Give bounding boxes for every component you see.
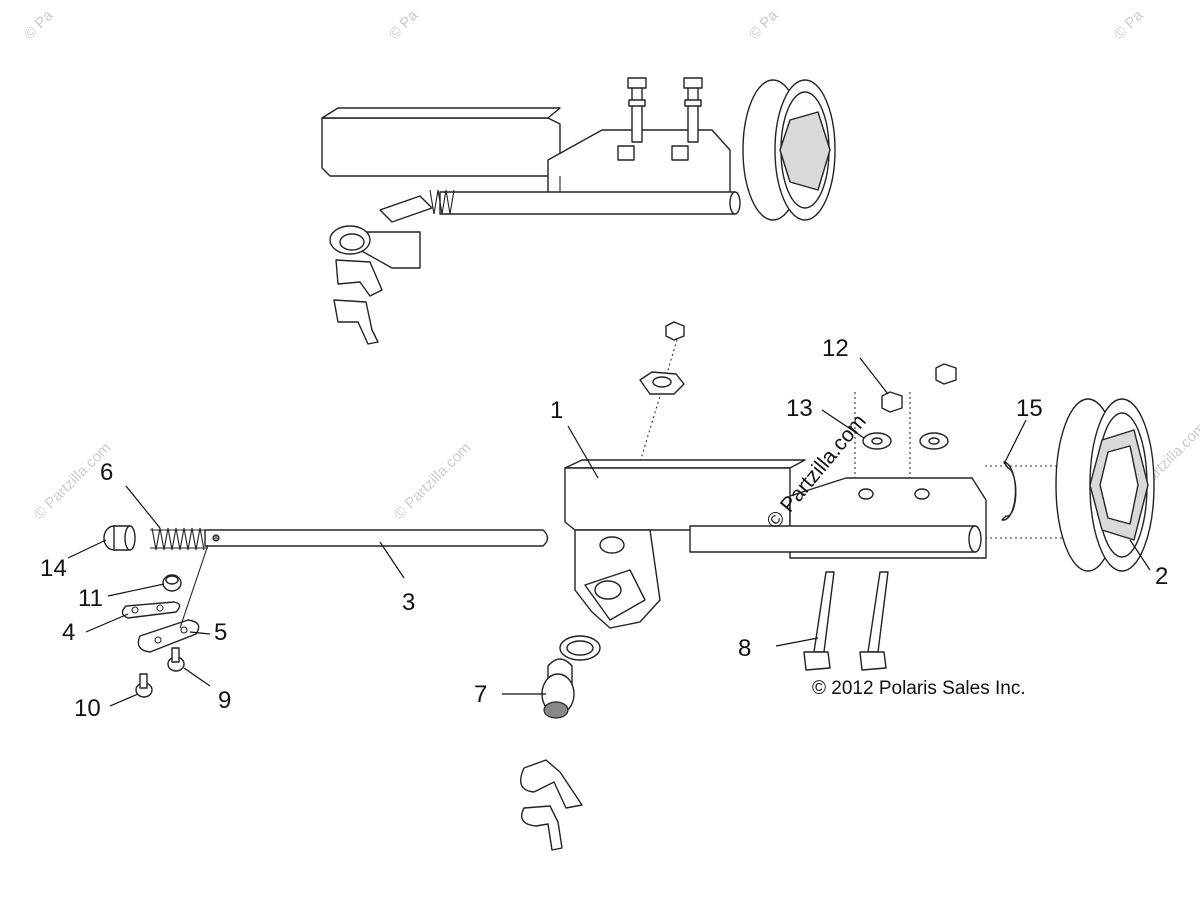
leader-lines [67,357,1151,707]
corner-watermarks: © Pa © Pa © Pa © Pa © Partzilla.com © Pa… [21,7,1200,523]
callout-4: 4 [62,619,75,646]
watermark-corner-1: © Pa [21,7,57,43]
part-9-screw [167,647,185,672]
callout-5: 5 [214,619,227,646]
callout-15: 15 [1016,395,1043,422]
part-2-knob [1055,398,1155,572]
callout-9: 9 [218,687,231,714]
assembled-housing-top [321,107,561,119]
callout-labels: 1 2 3 4 5 6 7 8 9 10 11 12 13 14 15 [40,335,1168,722]
part-11-nut [162,574,182,592]
watermark-corner-2: © Pa [386,7,422,43]
part-15-clip [1001,461,1017,521]
leader-11 [107,583,165,597]
leader-9 [183,667,211,687]
callout-11: 11 [78,585,103,612]
leader-4 [85,613,129,633]
leader-5 [189,631,211,635]
callout-8: 8 [738,635,751,662]
callout-14: 14 [40,555,67,582]
part-4-plate [121,601,181,619]
assembled-tube [439,191,736,215]
callout-13: 13 [786,395,813,422]
part-12-nuts [881,363,957,413]
housing-nut-and-washer [639,321,685,395]
leader-10 [109,693,139,707]
assembled-view [321,77,836,345]
callout-7: 7 [474,681,487,708]
part-10-screw [135,673,153,698]
leader-15 [1003,419,1027,465]
callout-12: 12 [822,335,849,362]
callout-10: 10 [74,695,101,722]
watermark-corner-3: © Pa [746,7,782,43]
housing-tube [689,525,976,553]
part-13-washers [862,432,949,450]
leader-12 [859,357,889,395]
part-8-bolts [803,571,889,671]
assembled-key-1 [335,259,383,297]
watermark-corner-4: © Pa [1111,7,1147,43]
assembled-knob [742,79,836,221]
callout-6: 6 [100,459,113,486]
callout-1: 1 [550,397,563,424]
leader-8 [775,637,819,647]
part-5-link [137,619,200,653]
leader-2 [1129,539,1151,571]
leader-3 [379,541,405,579]
part-14-end-cap [103,525,136,551]
assembled-housing [321,117,561,177]
copyright-notice: © 2012 Polaris Sales Inc. [812,678,1026,699]
callout-3: 3 [402,589,415,616]
assembled-spring [429,189,455,215]
key-2 [521,805,563,851]
leader-1 [567,425,599,479]
assembled-key-2 [333,299,379,345]
part-3-rod [204,529,549,547]
callout-2: 2 [1155,563,1168,590]
watermark-side-mid: © Partzilla.com [391,439,474,522]
assembled-bolts [627,77,703,143]
key-1 [520,759,583,809]
leader-13 [821,409,865,439]
leader-14 [67,539,107,559]
leader-6 [125,485,161,529]
part-7-lock-cylinder [541,635,601,719]
part-6-spring [151,527,205,551]
